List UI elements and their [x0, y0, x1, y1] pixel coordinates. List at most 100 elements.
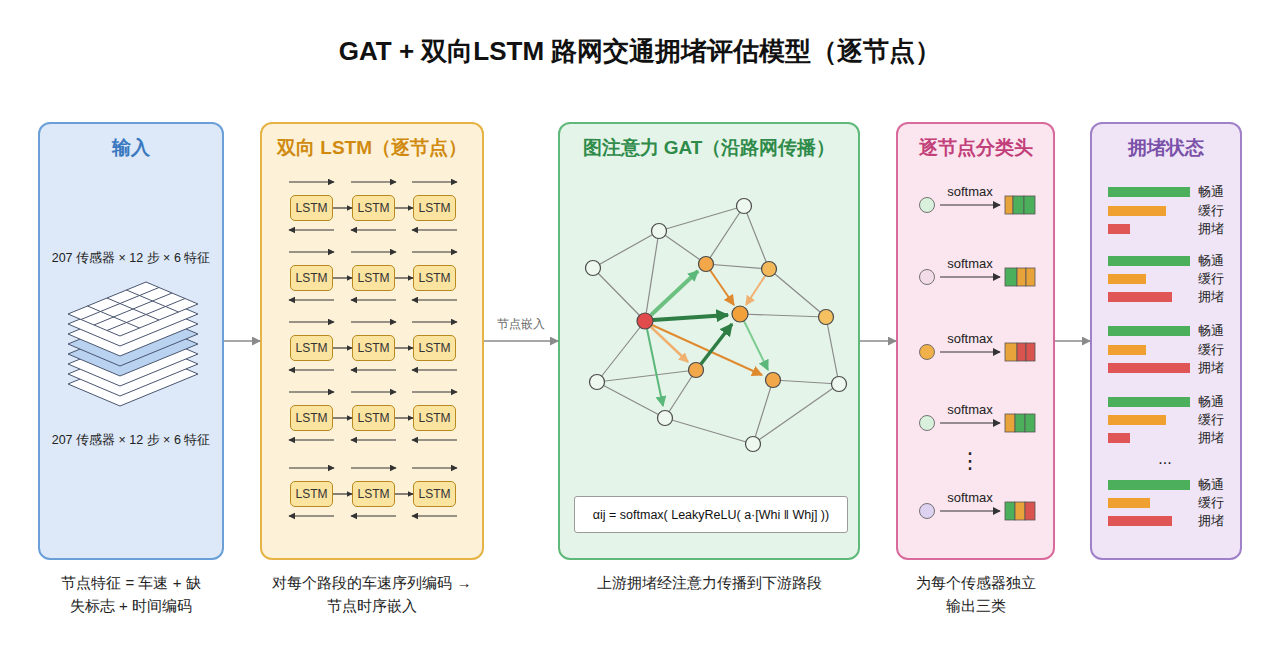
svg-line [645, 231, 659, 321]
svg-rect [1024, 196, 1035, 214]
cell-label: LSTM [418, 201, 450, 215]
svg-polygon [68, 332, 198, 386]
cell-arrow [395, 347, 413, 348]
svg-rect [1108, 415, 1166, 425]
svg-line [740, 314, 826, 317]
svg-rect [1017, 343, 1026, 361]
svg-circle [920, 345, 935, 360]
svg-circle [762, 262, 777, 277]
svg-rect [1015, 502, 1025, 520]
stage-panel: 拥堵状态 [1090, 122, 1242, 560]
flow-arrow [484, 340, 558, 342]
formula-text: αij = softmax( LeakyReLU( a·[Whi ‖ Whj] … [593, 508, 829, 522]
svg-circle [920, 198, 935, 213]
svg-line [88, 306, 140, 328]
lstm-cell: LSTM [413, 265, 456, 291]
svg-circle [689, 363, 704, 378]
svg-rect [1108, 363, 1190, 373]
cell-label: LSTM [418, 487, 450, 501]
svg-rect [1108, 345, 1146, 355]
cell-label: LSTM [357, 411, 389, 425]
svg-rect [1108, 292, 1172, 302]
svg-rect [1015, 414, 1025, 432]
svg-circle [766, 373, 781, 388]
state-bars [1108, 187, 1190, 526]
flow-arrow [224, 340, 260, 342]
lstm-cell: LSTM [290, 481, 333, 507]
svg-line [94, 293, 172, 325]
svg-circle [586, 261, 601, 276]
svg-line [593, 268, 645, 321]
svg-line [593, 231, 659, 268]
panel-caption: 节点特征 = 车速 + 缺失标志 + 时间编码 [60, 572, 202, 617]
svg-line [706, 264, 769, 269]
svg-circle [699, 257, 714, 272]
panel-heading: 输入 [40, 135, 222, 161]
svg-rect [1108, 224, 1130, 234]
cell-arrow [395, 493, 413, 494]
svg-rect [1108, 206, 1166, 216]
svg-rect [1013, 196, 1024, 214]
svg-line [597, 321, 645, 382]
svg-line [597, 382, 665, 418]
lstm-cell: LSTM [352, 405, 395, 431]
cell-arrow [395, 277, 413, 278]
lstm-cell: LSTM [352, 335, 395, 361]
panel-caption: 对每个路段的车速序列编码 → 节点时序嵌入 [269, 572, 475, 617]
svg-rect [1108, 256, 1190, 266]
cell-arrow [395, 417, 413, 418]
stage-panel: 双向 LSTM（逐节点）对每个路段的车速序列编码 → 节点时序嵌入LSTMLST… [260, 122, 484, 560]
cell-label: LSTM [295, 271, 327, 285]
svg-line [665, 418, 753, 444]
svg-rect [1108, 498, 1150, 508]
svg-circle [637, 313, 653, 329]
lstm-cell: LSTM [290, 195, 333, 221]
svg-rect [1108, 433, 1130, 443]
cell-label: LSTM [295, 411, 327, 425]
svg-line [653, 315, 728, 320]
svg-circle [832, 377, 847, 392]
svg-use [289, 182, 457, 230]
classifier-rows [920, 196, 1036, 520]
svg-polygon [68, 322, 198, 376]
svg-circle [652, 224, 667, 239]
cell-arrow [395, 207, 413, 208]
svg-line [107, 298, 159, 320]
diagram-title: GAT + 双向LSTM 路网交通拥堵评估模型（逐节点） [0, 34, 1280, 69]
cell-arrow [333, 493, 352, 494]
svg-line [81, 288, 159, 320]
cell-arrow [333, 347, 352, 348]
svg-use [289, 252, 457, 300]
formula-box: αij = softmax( LeakyReLU( a·[Whi ‖ Whj] … [574, 496, 848, 533]
svg-line [659, 231, 706, 264]
svg-line [107, 299, 185, 331]
svg-line [659, 206, 744, 231]
svg-circle [737, 199, 752, 214]
svg-line [665, 370, 696, 418]
svg-line [706, 206, 744, 264]
svg-line [746, 276, 765, 305]
lstm-cell: LSTM [290, 335, 333, 361]
svg-line [753, 380, 773, 444]
svg-rect [1005, 343, 1017, 361]
flow-arrow [1055, 340, 1090, 342]
svg-circle [920, 416, 935, 431]
panel-caption: 上游拥堵经注意力传播到下游路段 [559, 572, 859, 595]
cell-label: LSTM [418, 341, 450, 355]
cell-label: LSTM [295, 201, 327, 215]
panel-heading: 拥堵状态 [1092, 135, 1240, 161]
svg-line [753, 384, 839, 444]
svg-rect [1017, 268, 1026, 286]
svg-rect [1005, 414, 1015, 432]
svg-rect [1005, 268, 1017, 286]
svg-line [940, 276, 1000, 277]
cell-arrow [333, 277, 352, 278]
svg-rect [1005, 196, 1013, 214]
svg-polygon [68, 312, 198, 366]
cell-label: LSTM [357, 271, 389, 285]
svg-line [940, 351, 1000, 352]
svg-circle [590, 375, 605, 390]
svg-polygon [68, 292, 198, 346]
tensor-stack [68, 282, 198, 406]
